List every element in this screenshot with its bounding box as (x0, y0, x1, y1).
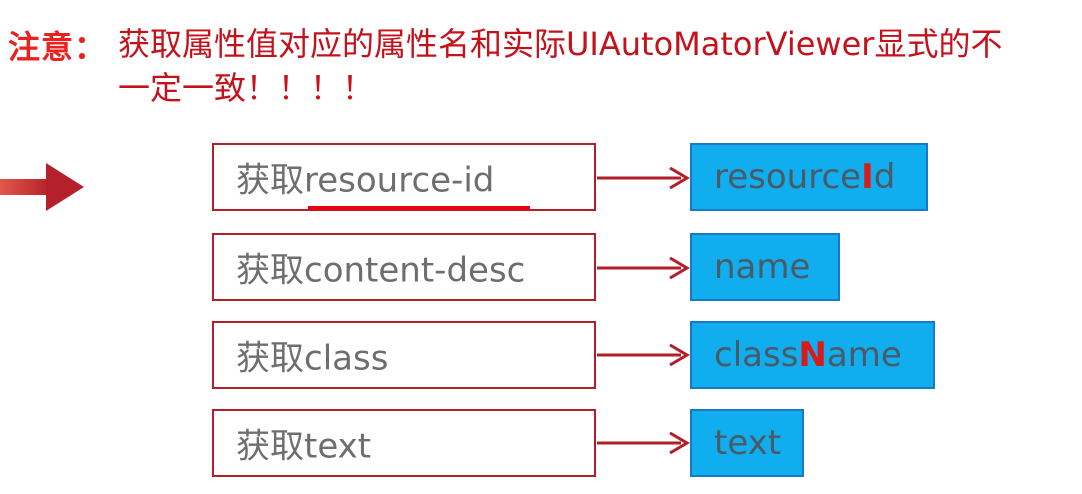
target-box-name: name (690, 233, 840, 301)
note-label: 注意： (8, 28, 108, 66)
target-label: name (714, 247, 811, 287)
connector-arrow-icon (597, 432, 690, 454)
note-text: 获取属性值对应的属性名和实际UIAutoMatorViewer显式的不一定一致！… (118, 25, 1003, 107)
target-label: className (714, 335, 902, 375)
source-box-text: 获取text (212, 409, 596, 477)
target-label: text (714, 423, 782, 463)
source-box-resource-id: 获取resource-id (212, 143, 596, 211)
big-arrow-icon (0, 163, 84, 211)
source-label: 获取resource-id (236, 160, 495, 201)
source-label: 获取content-desc (236, 250, 526, 291)
source-box-class: 获取class (212, 321, 596, 389)
resource-id-underline (308, 206, 530, 210)
connector-arrow-icon (597, 167, 690, 189)
target-box-resourceId: resourceId (690, 143, 928, 211)
connector-arrow-icon (597, 344, 690, 366)
connector-arrow-icon (597, 257, 690, 279)
source-label: 获取text (236, 426, 372, 467)
source-label: 获取class (236, 338, 389, 379)
target-label: resourceId (714, 157, 896, 197)
target-box-className: className (690, 321, 935, 389)
source-box-content-desc: 获取content-desc (212, 233, 596, 301)
target-box-text: text (690, 409, 804, 477)
